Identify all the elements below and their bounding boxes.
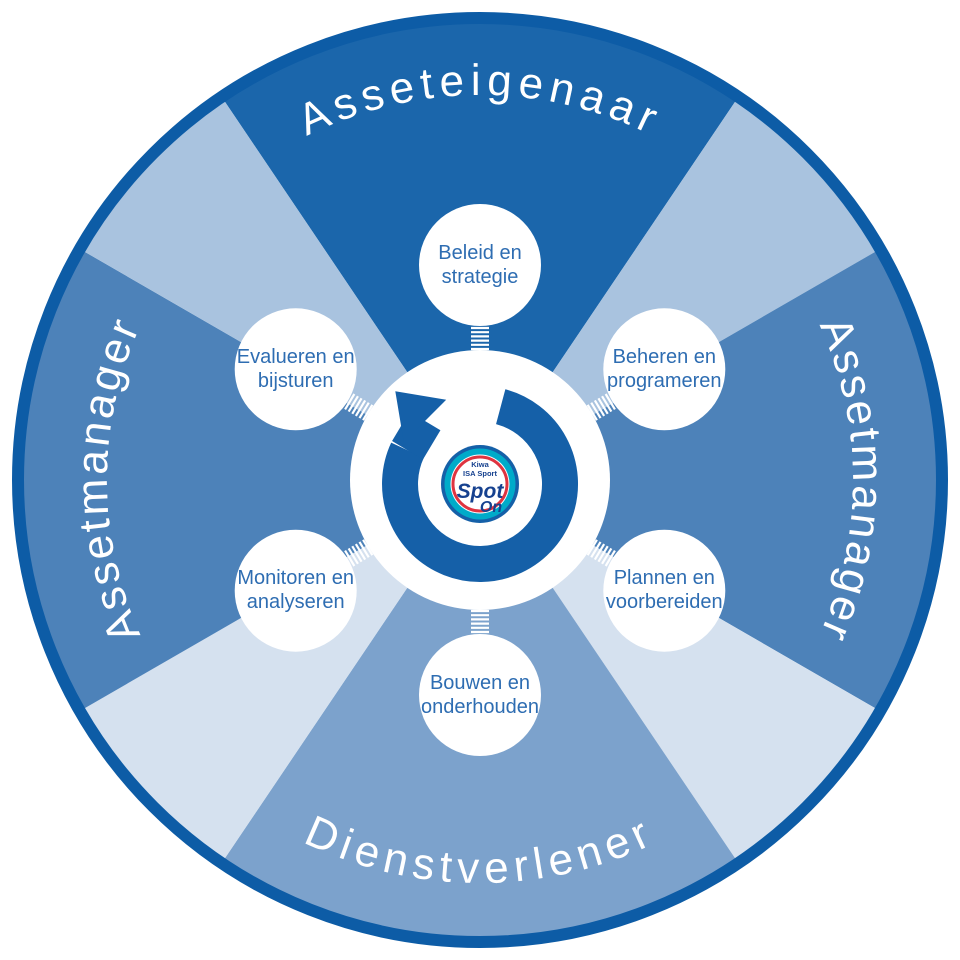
- phase-circle: [419, 204, 541, 326]
- phase-circle: [603, 308, 726, 431]
- phase-beheren-programeren: Beheren en programeren: [603, 308, 726, 431]
- logo-name-line1: Spot: [457, 480, 505, 503]
- logo-brand-line1: Kiwa: [471, 460, 489, 469]
- phase-plannen-voorbereiden: Plannen en voorbereiden: [603, 529, 726, 652]
- phase-label-line1: Monitoren en: [237, 567, 354, 589]
- phase-circle: [603, 529, 726, 652]
- segment-assetmanager-left: [18, 249, 481, 711]
- logo-brand-line2: ISA Sport: [463, 469, 497, 478]
- phase-label-line1: Beheren en: [613, 346, 716, 368]
- phase-label-line2: analyseren: [247, 591, 345, 613]
- logo-name-line2: On: [480, 499, 502, 516]
- logo-red-ring: [451, 455, 509, 513]
- stitch-seams: [344, 326, 616, 634]
- stitch-seam-upper-left: [344, 393, 374, 421]
- stitch-seam-bottom: [471, 609, 489, 634]
- segment-gap-upper-left: [79, 97, 481, 480]
- stitch-seam-lower-right: [586, 539, 616, 567]
- phase-monitoren-analyseren: Monitoren en analyseren: [234, 529, 357, 652]
- cycle-arrow-icon: [382, 389, 578, 582]
- phase-evalueren-bijsturen: Evalueren en bijsturen: [234, 308, 357, 431]
- segment-gap-lower-right: [480, 480, 881, 863]
- phase-label-line1: Bouwen en: [430, 672, 530, 694]
- cycle-arrow-shaft: [392, 411, 441, 460]
- stitch-seam-lower-left: [344, 539, 374, 567]
- phase-circle: [419, 634, 541, 756]
- phase-circle: [234, 308, 357, 431]
- segment-gap-lower-left: [79, 480, 481, 863]
- phase-circles: Beleid en strategie Beheren en programer…: [234, 204, 726, 756]
- phase-beleid-strategie: Beleid en strategie: [419, 204, 541, 326]
- cycle-arrow-arc: [382, 389, 578, 582]
- outer-rim-ring: [12, 12, 948, 948]
- phase-label-line2: strategie: [442, 266, 519, 288]
- phase-bouwen-onderhouden: Bouwen en onderhouden: [419, 634, 541, 756]
- phase-label-line2: voorbereiden: [606, 591, 723, 613]
- cycle-arrow-head: [395, 391, 447, 443]
- phase-label-line1: Evalueren en: [237, 346, 355, 368]
- phase-label-line1: Beleid en: [438, 242, 521, 264]
- phase-circle: [234, 529, 357, 652]
- stitch-seam-upper-right: [586, 393, 616, 421]
- spot-on-logo: Kiwa ISA Sport Spot On: [441, 445, 519, 523]
- phase-label-line1: Plannen en: [614, 567, 715, 589]
- stitch-seam-top: [471, 326, 489, 351]
- segment-assetmanager-right: [480, 249, 942, 711]
- segment-gap-upper-right: [480, 97, 881, 480]
- phase-label-line2: programeren: [607, 370, 722, 392]
- phase-label-line2: bijsturen: [258, 370, 334, 392]
- phase-label-line2: onderhouden: [421, 696, 539, 718]
